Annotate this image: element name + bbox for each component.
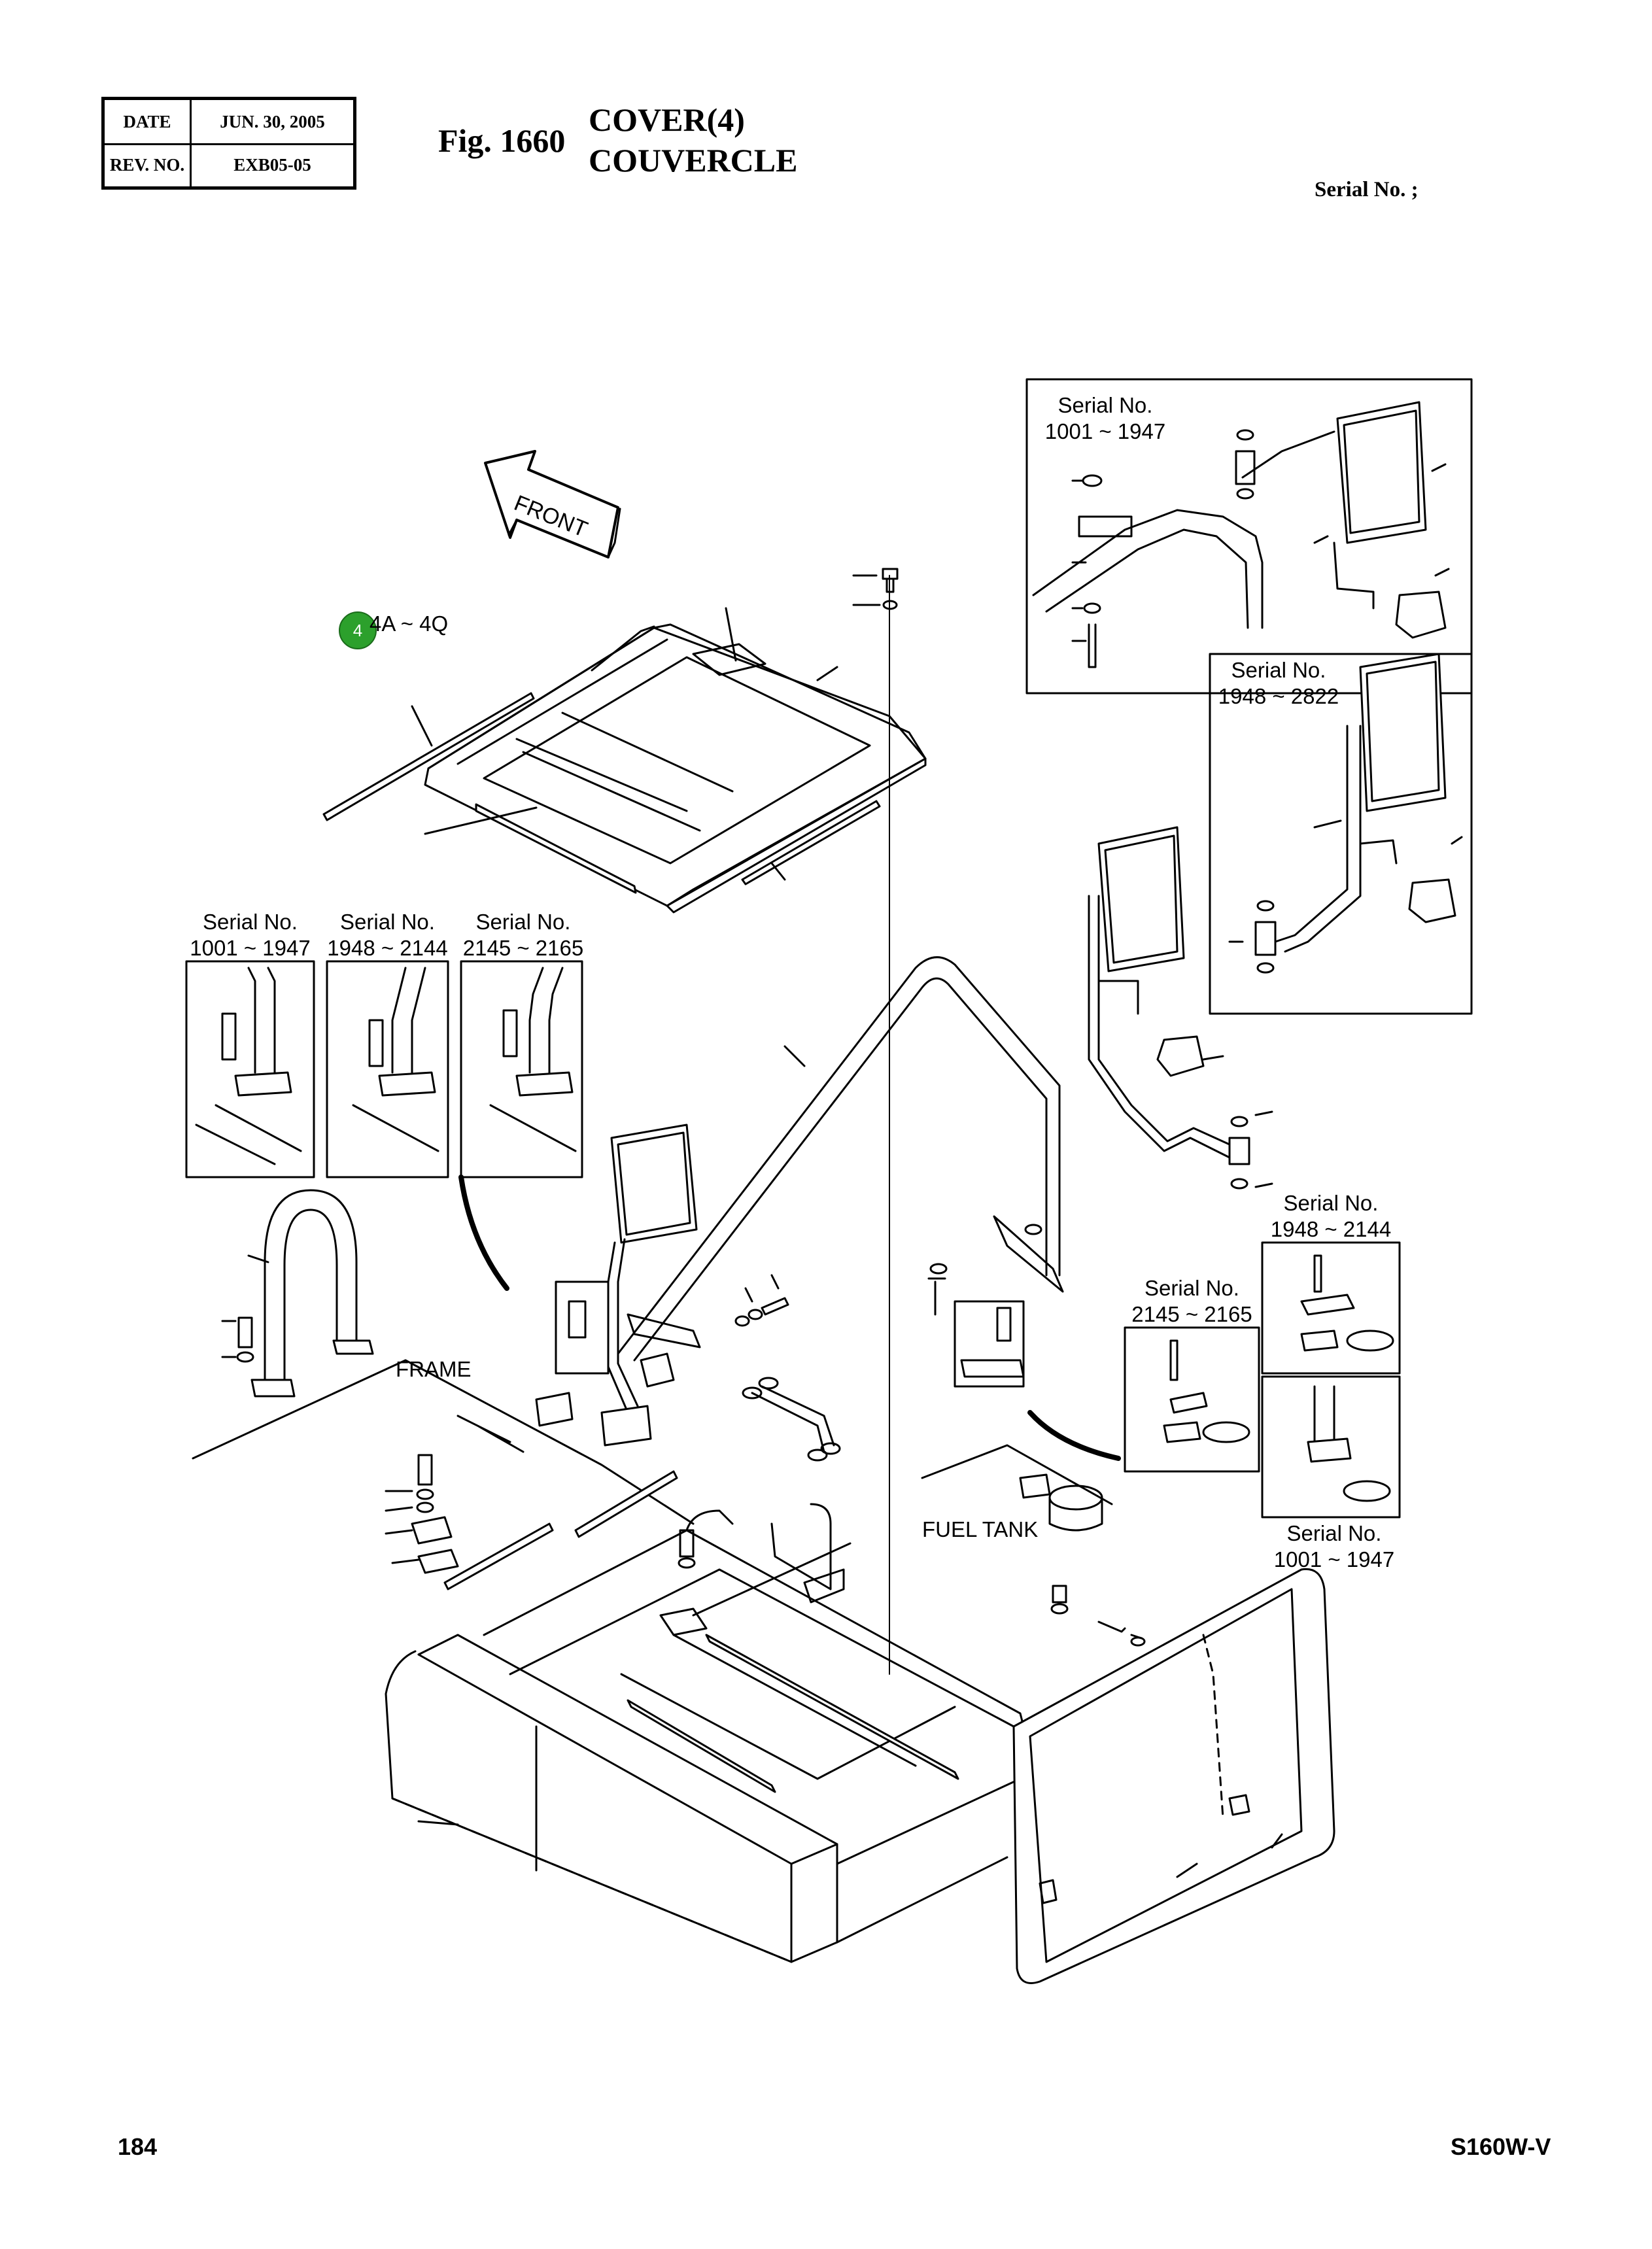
post-bracket-right [927, 1215, 1064, 1388]
inset-base-1001-1947 [185, 960, 315, 1178]
date-label: DATE [105, 100, 192, 143]
inset-mirror-1001-1947 [1025, 378, 1473, 695]
lower-housing [385, 1503, 1028, 1963]
serial-caption: Serial No. [1286, 1521, 1382, 1545]
inset-base-2145-2165 [460, 960, 583, 1178]
part-callout-badge[interactable]: 4 [339, 611, 377, 649]
serial-label-mirror-a: Serial No. 1001 ~ 1947 [1040, 392, 1171, 445]
leader-arc [458, 1175, 509, 1291]
title-english: COVER(4) [589, 101, 745, 138]
rev-label: REV. NO. [105, 143, 192, 186]
serial-label-bracket-a: Serial No. 1001 ~ 1947 [1265, 1520, 1403, 1573]
serial-range: 2145 ~ 2165 [1131, 1302, 1252, 1326]
inset-bracket-2145-2165 [1124, 1326, 1260, 1473]
grab-handle [221, 1189, 374, 1398]
rear-door-panel [1012, 1568, 1335, 1984]
revision-table: DATE JUN. 30, 2005 REV. NO. EXB05-05 [101, 97, 356, 190]
serial-range: 1001 ~ 1947 [190, 936, 311, 960]
vertical-bolt-assembly [852, 568, 899, 1675]
main-rail-tube [617, 956, 1061, 1362]
mirror-center-right [1088, 826, 1273, 1190]
fasteners-lower [385, 1454, 1146, 1647]
serial-caption: Serial No. [1144, 1276, 1239, 1300]
page-number: 184 [118, 2133, 158, 2160]
figure-title: COVER(4) COUVERCLE [589, 99, 797, 180]
bolt-set-center [734, 1274, 789, 1327]
serial-label-base-a: Serial No. 1001 ~ 1947 [186, 909, 314, 961]
roof-cover [322, 607, 927, 914]
serial-range: 1001 ~ 1947 [1044, 419, 1166, 443]
linkage-rod [742, 1377, 841, 1462]
serial-caption: Serial No. [203, 910, 298, 934]
fuel-tank-label: FUEL TANK [922, 1517, 1039, 1541]
serial-label-base-c: Serial No. 2145 ~ 2165 [458, 909, 589, 961]
serial-range: 2145 ~ 2165 [462, 936, 584, 960]
mirror-left [535, 1124, 701, 1447]
serial-range: 1948 ~ 2144 [327, 936, 448, 960]
model-code: S160W-V [1451, 2133, 1551, 2160]
front-arrow-icon [484, 450, 621, 558]
serial-label-bracket-b: Serial No. 1948 ~ 2144 [1265, 1190, 1396, 1243]
inset-base-1948-2144 [326, 960, 449, 1178]
date-value: JUN. 30, 2005 [220, 111, 325, 131]
rev-value: EXB05-05 [233, 154, 311, 175]
frame-label: FRAME [396, 1357, 472, 1381]
serial-range: 1001 ~ 1947 [1273, 1547, 1395, 1571]
serial-label-base-b: Serial No. 1948 ~ 2144 [324, 909, 451, 961]
leader-arc-2 [1027, 1410, 1121, 1461]
date-row: DATE JUN. 30, 2005 [105, 100, 353, 145]
serial-caption: Serial No. [340, 910, 435, 934]
inset-bracket-1001-1947 [1261, 1375, 1401, 1519]
rev-row: REV. NO. EXB05-05 [105, 143, 353, 186]
serial-heading: Serial No. ; [1315, 178, 1419, 201]
inset-mirror-1948-2822 [1209, 653, 1473, 1015]
figure-number: Fig. 1660 [438, 122, 566, 159]
serial-range: 1948 ~ 2144 [1270, 1217, 1392, 1241]
inset-bracket-1948-2144 [1261, 1241, 1401, 1375]
serial-caption: Serial No. [1231, 658, 1326, 682]
serial-caption: Serial No. [1058, 393, 1153, 417]
fuel-tank-clamp [921, 1444, 1113, 1532]
serial-caption: Serial No. [1283, 1191, 1379, 1215]
serial-range: 1948 ~ 2822 [1218, 684, 1339, 708]
serial-label-mirror-d: Serial No. 1948 ~ 2822 [1213, 657, 1344, 710]
title-french: COUVERCLE [589, 142, 798, 179]
serial-label-bracket-c: Serial No. 2145 ~ 2165 [1125, 1275, 1259, 1328]
part-range-label: 4A ~ 4Q [370, 611, 449, 636]
guard-strips [443, 1470, 959, 1793]
serial-caption: Serial No. [475, 910, 571, 934]
